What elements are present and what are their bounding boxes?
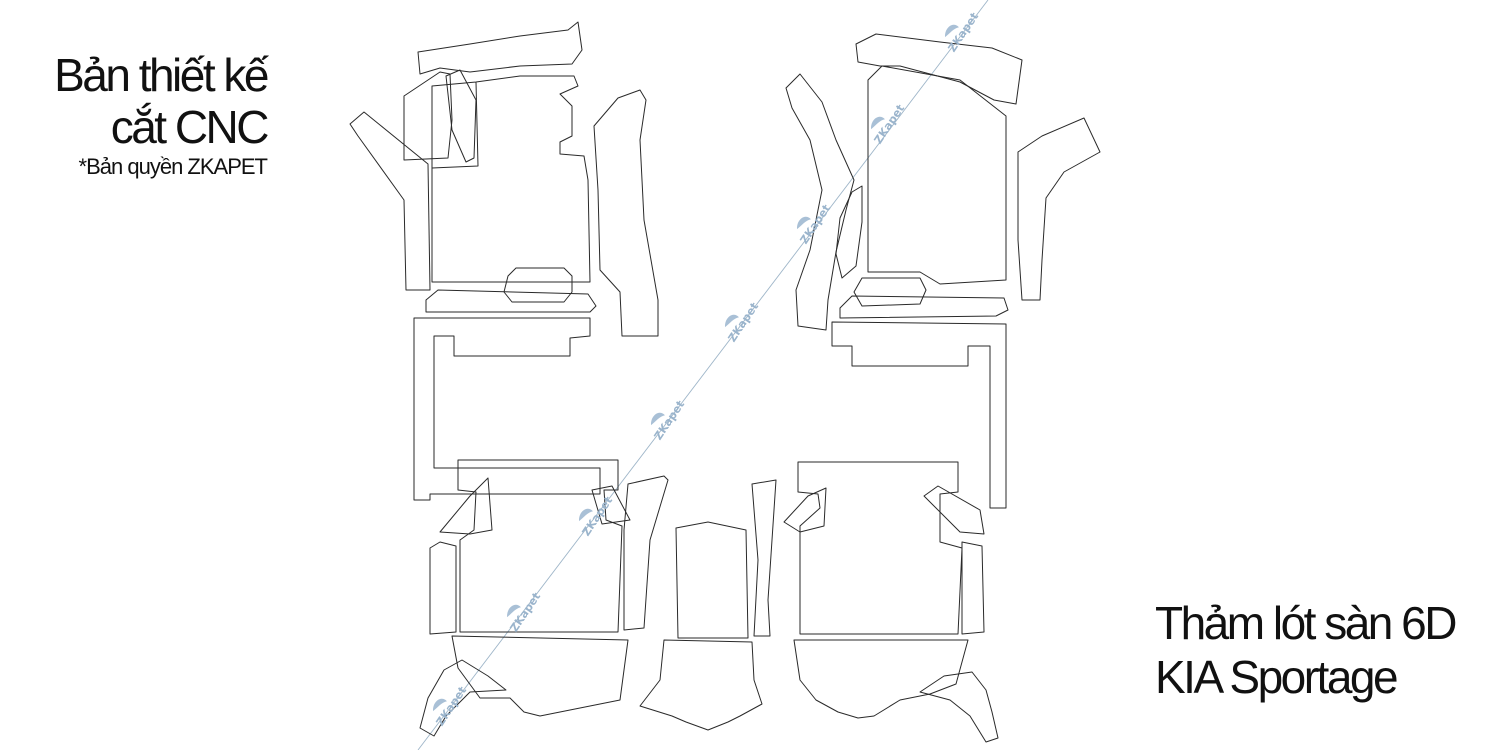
right-front-main-mat [867,65,1007,285]
right-rear-footwell [793,639,969,719]
right-rear-corner-flap [783,487,827,533]
svg-text:ZKapet: ZKapet [798,202,834,246]
left-rear-side-panel [623,475,669,631]
left-rear-outer-panel [429,541,457,635]
svg-text:ZKapet: ZKapet [872,102,908,146]
svg-text:ZKapet: ZKapet [652,398,688,442]
left-front-main-mat [431,75,591,283]
left-rear-corner-flap [439,477,493,535]
svg-text:ZKapet: ZKapet [508,590,544,634]
left-rear-wheel-arch [419,659,507,737]
left-front-rear-strip [425,289,597,313]
design-title-line2: cắt CNC [110,101,270,153]
left-rear-main-mat [457,459,623,633]
center-rear-lower-mat [639,639,763,731]
copyright-note: *Bản quyền ZKAPET [78,154,268,179]
svg-text:ZKapet: ZKapet [726,300,762,344]
center-rear-tunnel-mat [675,521,749,639]
product-title: Thảm lót sàn 6D KIA Sportage [1155,600,1500,708]
svg-text:ZKapet: ZKapet [434,684,470,728]
right-center-tunnel-frame [831,321,1007,509]
left-center-tunnel-frame [413,317,601,501]
right-front-pedal-insert [835,185,863,279]
watermark-logo-7: ZKapet [507,590,544,634]
left-front-pedal-insert [445,69,477,163]
right-front-side-panel [785,73,855,331]
right-rear-outer-panel [961,541,985,635]
right-front-outer-sill [1017,117,1101,301]
watermark-guide-line [417,0,989,750]
design-title-line1: Bản thiết kế [54,49,269,101]
product-title-line2: KIA Sportage [1155,651,1399,703]
left-front-top-strip [417,21,583,75]
left-rear-footwell [451,635,629,717]
watermark-logo-2: ZKapet [871,102,908,146]
right-rear-wheel-arch [919,671,999,743]
svg-text:ZKapet: ZKapet [580,494,616,538]
left-front-heel-pad [503,267,573,303]
right-front-heel-pad [853,277,927,307]
right-rear-inner-flap [923,485,985,535]
design-title: Bản thiết kế cắt CNC *Bản quyền ZKAPET [0,49,270,179]
watermark-logo-4: ZKapet [725,300,762,344]
left-front-pedal-cover [403,71,453,161]
product-title-line1: Thảm lót sàn 6D [1155,597,1457,649]
left-front-side-sill [349,111,431,291]
right-rear-main-mat [797,461,963,635]
left-rear-inner-flap [591,485,631,525]
svg-text:ZKapet: ZKapet [946,10,982,54]
right-front-top-strip [855,33,1023,105]
watermark-logo-1: ZKapet [945,10,982,54]
right-front-rear-strip [839,295,1009,319]
watermark-logo-8: ZKapet [433,684,470,728]
watermark-logo-5: ZKapet [651,398,688,442]
right-rear-side-panel [751,479,777,637]
left-front-outer-panel [593,89,659,337]
watermark-logo-3: ZKapet [797,202,834,246]
